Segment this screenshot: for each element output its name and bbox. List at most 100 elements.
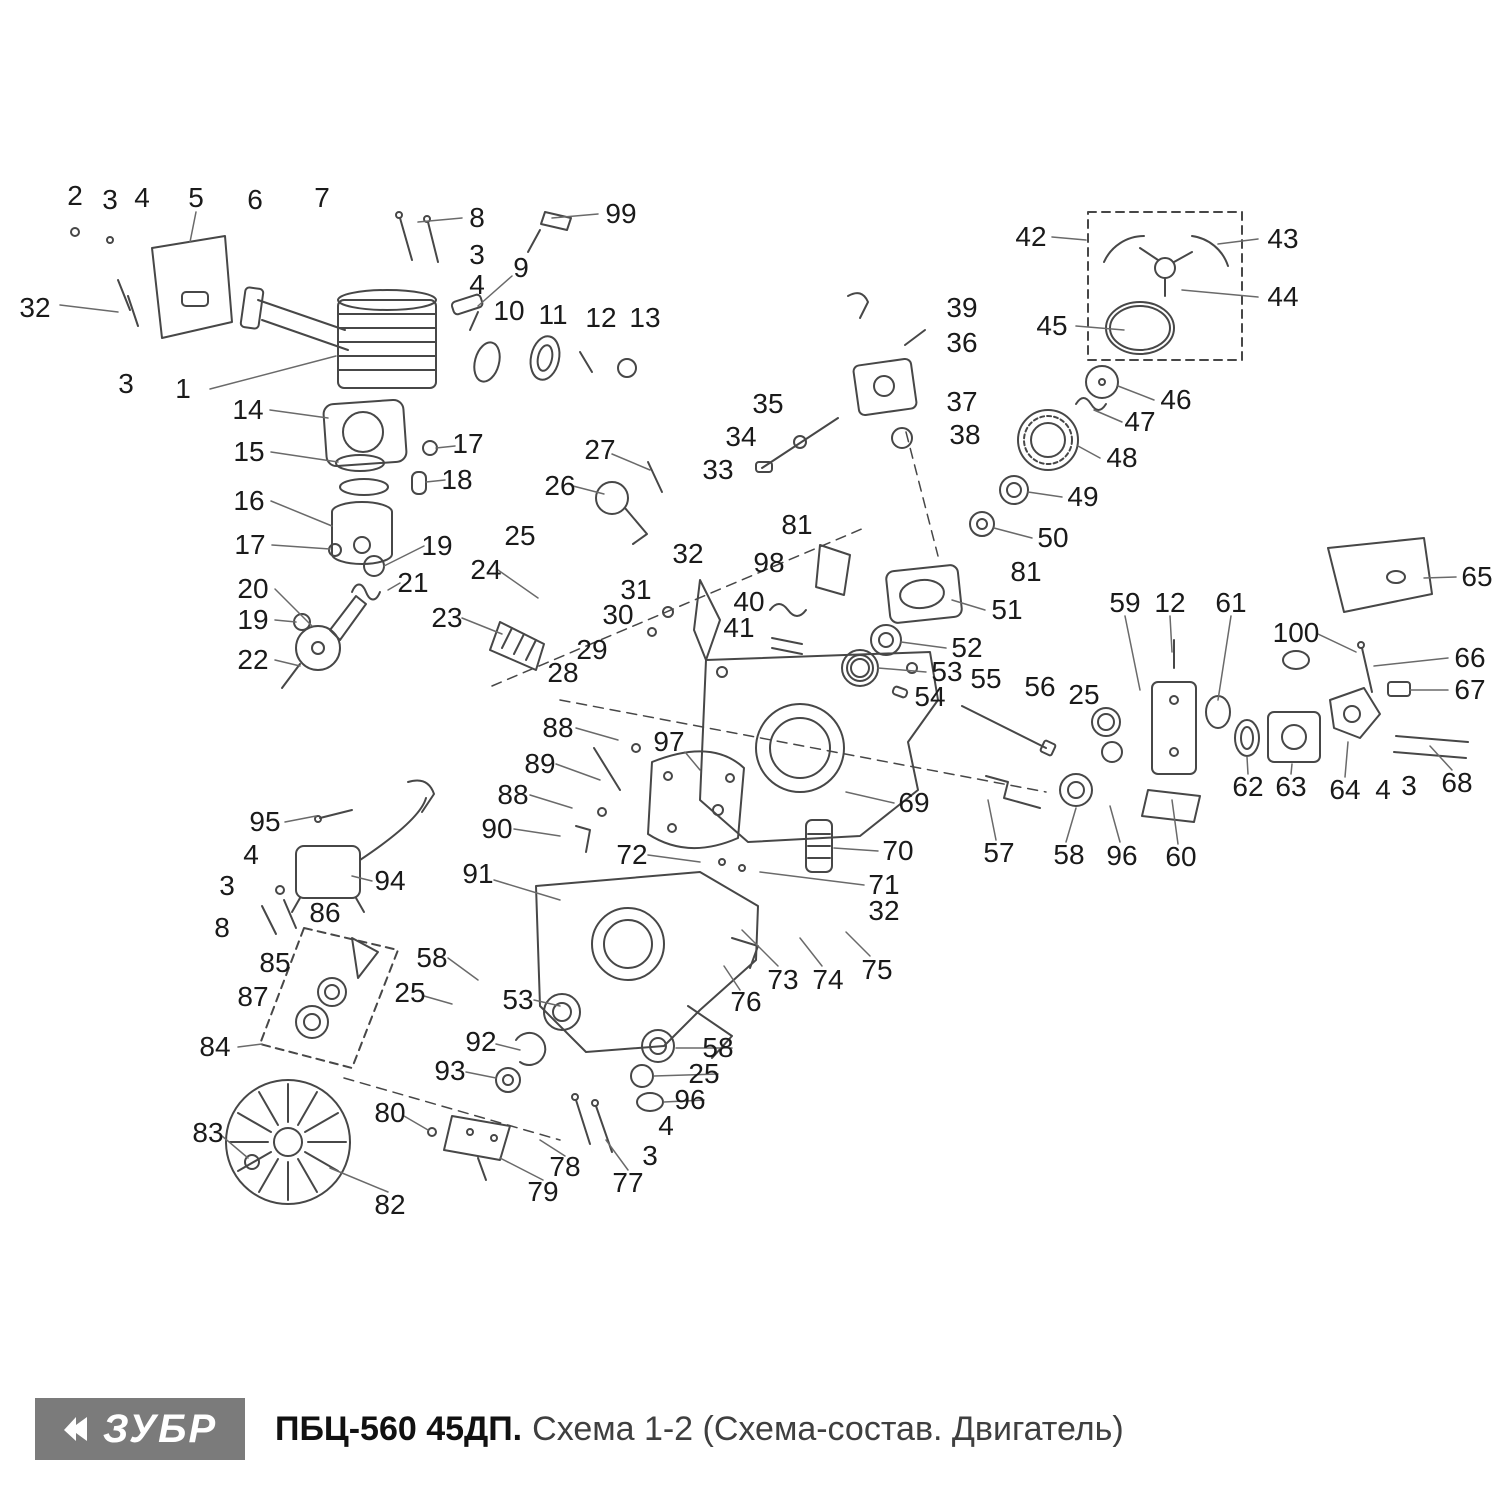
part-callout-38: 38 — [949, 419, 981, 450]
part-callout-3: 3 — [118, 368, 134, 399]
part-callout-19: 19 — [421, 530, 453, 561]
cylinder-group — [337, 211, 637, 389]
part-callout-58: 58 — [1053, 839, 1085, 870]
part-callout-70: 70 — [882, 835, 914, 866]
part-callout-43: 43 — [1267, 223, 1299, 254]
footer: ЗУБР ПБЦ-560 45ДП.Схема 1-2 (Схема-соста… — [35, 1398, 1465, 1460]
part-callout-19: 19 — [237, 604, 269, 635]
part-callout-62: 62 — [1232, 771, 1264, 802]
clutch-group — [1087, 211, 1243, 361]
part-callout-32: 32 — [672, 538, 704, 569]
part-callout-33: 33 — [702, 454, 734, 485]
part-callout-77: 77 — [612, 1167, 644, 1198]
part-callout-51: 51 — [991, 594, 1023, 625]
part-callout-6: 6 — [247, 184, 263, 215]
part-callout-22: 22 — [237, 644, 269, 675]
part-callout-95: 95 — [249, 806, 281, 837]
part-callout-73: 73 — [767, 964, 799, 995]
part-callout-4: 4 — [658, 1110, 674, 1141]
part-callout-65: 65 — [1461, 561, 1493, 592]
muffler-group — [70, 227, 349, 351]
part-callout-35: 35 — [752, 388, 784, 419]
part-callout-94: 94 — [374, 865, 406, 896]
part-callout-24: 24 — [470, 554, 502, 585]
part-callout-81: 81 — [1010, 556, 1042, 587]
part-callout-1: 1 — [175, 373, 191, 404]
part-callout-88: 88 — [542, 712, 574, 743]
part-callout-86: 86 — [309, 897, 341, 928]
part-callout-16: 16 — [233, 485, 265, 516]
part-callout-46: 46 — [1160, 384, 1192, 415]
part-callout-75: 75 — [861, 954, 893, 985]
part-callout-36: 36 — [946, 327, 978, 358]
part-callout-25: 25 — [688, 1058, 720, 1089]
part-callout-17: 17 — [452, 428, 484, 459]
part-callout-44: 44 — [1267, 281, 1299, 312]
part-callout-98: 98 — [753, 547, 785, 578]
part-callout-30: 30 — [602, 599, 634, 630]
part-callout-58: 58 — [416, 942, 448, 973]
part-callout-58: 58 — [702, 1032, 734, 1063]
part-callout-23: 23 — [431, 602, 463, 633]
part-callout-26: 26 — [544, 470, 576, 501]
part-callout-3: 3 — [102, 184, 118, 215]
part-callout-85: 85 — [259, 947, 291, 978]
part-callout-74: 74 — [812, 964, 844, 995]
part-callout-72: 72 — [616, 839, 648, 870]
carburetor-pump-group — [755, 292, 926, 473]
part-callout-34: 34 — [725, 421, 757, 452]
part-callout-96: 96 — [1106, 840, 1138, 871]
part-callout-67: 67 — [1454, 674, 1486, 705]
carburetor-right-group — [1141, 639, 1469, 823]
part-callout-100: 100 — [1272, 617, 1320, 648]
part-callout-10: 10 — [493, 295, 525, 326]
part-callout-15: 15 — [233, 436, 265, 467]
part-callout-78: 78 — [549, 1151, 581, 1182]
part-callout-49: 49 — [1067, 481, 1099, 512]
part-callout-28: 28 — [547, 657, 579, 688]
part-callout-3: 3 — [1401, 770, 1417, 801]
air-filter-group — [1327, 537, 1433, 613]
part-callout-3: 3 — [642, 1140, 658, 1171]
part-callout-60: 60 — [1165, 841, 1197, 872]
part-callout-8: 8 — [214, 912, 230, 943]
part-callout-11: 11 — [538, 299, 568, 330]
part-callout-7: 7 — [314, 182, 330, 213]
part-callout-54: 54 — [914, 681, 946, 712]
part-callout-93: 93 — [434, 1055, 466, 1086]
zubr-logo: ЗУБР — [35, 1398, 245, 1460]
part-callout-25: 25 — [394, 977, 426, 1008]
part-callout-48: 48 — [1106, 442, 1138, 473]
leader-lines — [59, 211, 1457, 1193]
zubr-logo-icon — [63, 1417, 87, 1441]
part-callout-40: 40 — [733, 586, 765, 617]
part-callout-59: 59 — [1109, 587, 1141, 618]
part-callout-13: 13 — [629, 302, 661, 333]
part-callout-31: 31 — [620, 574, 652, 605]
part-callout-5: 5 — [188, 182, 204, 213]
crankcase-right-group — [575, 564, 1123, 873]
part-callout-4: 4 — [1375, 774, 1391, 805]
part-callout-17: 17 — [234, 529, 266, 560]
part-callout-37: 37 — [946, 386, 978, 417]
part-callout-20: 20 — [237, 573, 269, 604]
part-callout-8: 8 — [469, 202, 485, 233]
part-callout-47: 47 — [1124, 406, 1156, 437]
part-callout-80: 80 — [374, 1097, 406, 1128]
part-callout-81: 81 — [781, 509, 813, 540]
part-callout-18: 18 — [441, 464, 473, 495]
part-callout-2: 2 — [67, 180, 83, 211]
part-callout-9: 9 — [513, 252, 529, 283]
part-callout-3: 3 — [219, 870, 235, 901]
part-callout-25: 25 — [504, 520, 536, 551]
part-callout-25: 25 — [1068, 679, 1100, 710]
diagram-title: ПБЦ-560 45ДП.Схема 1-2 (Схема-состав. Дв… — [275, 1410, 1124, 1449]
ignition-coil-group — [259, 779, 435, 1069]
part-callout-53: 53 — [931, 656, 963, 687]
part-callout-4: 4 — [134, 182, 150, 213]
part-callout-3: 3 — [469, 239, 485, 270]
part-callout-52: 52 — [951, 632, 983, 663]
part-callout-29: 29 — [576, 634, 608, 665]
part-callout-90: 90 — [481, 813, 513, 844]
